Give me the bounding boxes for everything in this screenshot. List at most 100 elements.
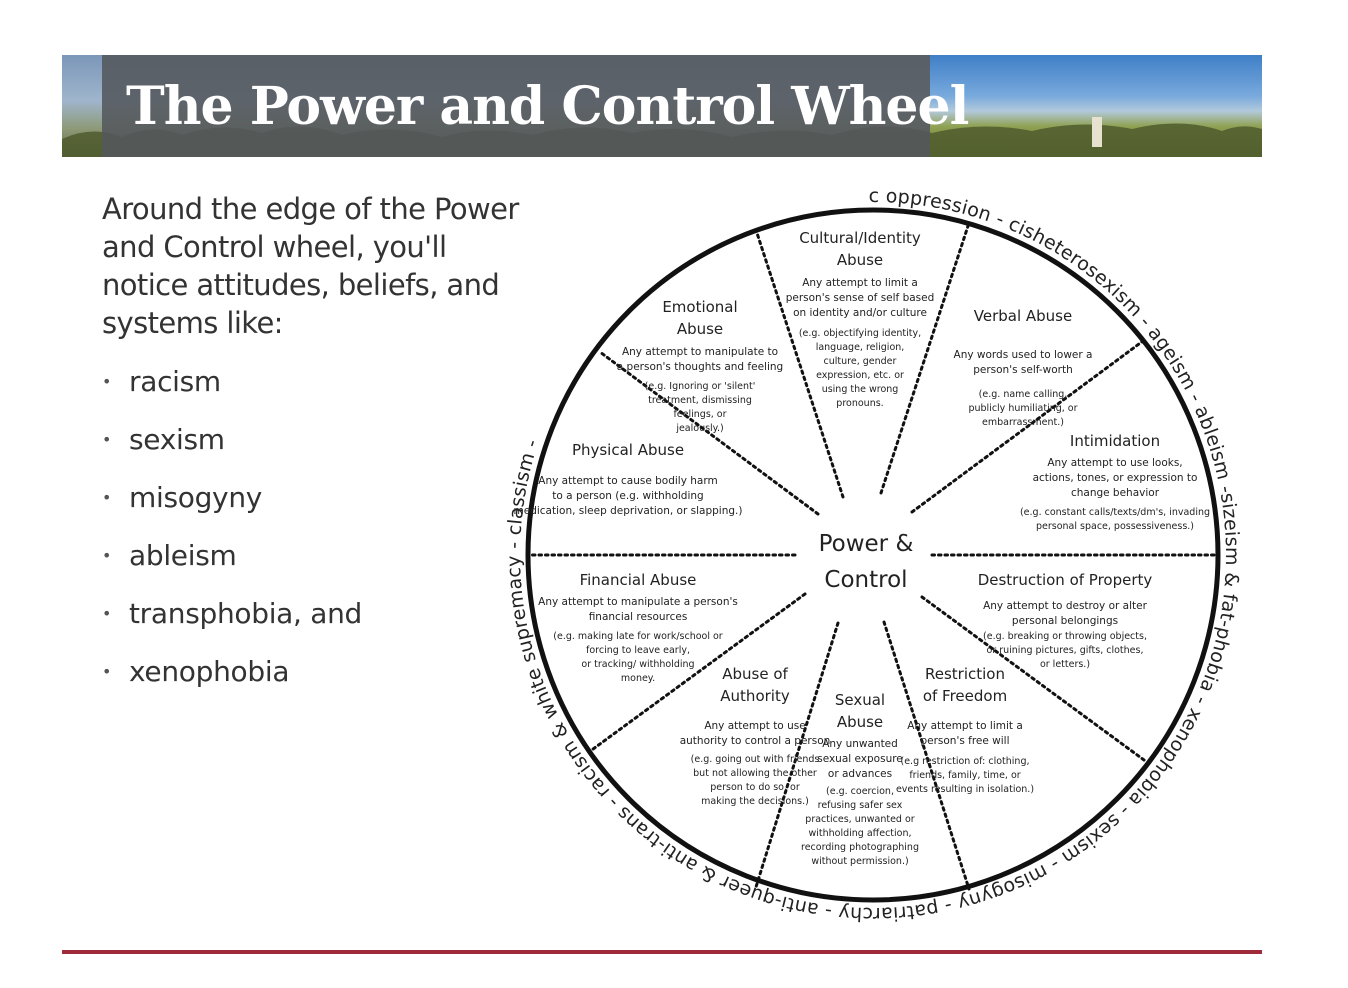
segment-examples-line: without permission.) [811,856,908,867]
bullet-icon: • [102,430,112,449]
segment-title-line: Destruction of Property [978,571,1153,589]
spoke-divider-3 [910,339,1145,514]
segment-title-line: Abuse [837,251,883,269]
list-item: • ableism [102,532,522,590]
spoke-divider-10 [598,350,820,516]
segment-description-line: Any attempt to use [704,720,805,732]
list-item: • misogyny [102,474,522,532]
segment-examples-line: language, religion, [816,342,905,353]
segment-examples-line: recording photographing [801,842,919,853]
segment-examples-line: personal space, possessiveness.) [1036,521,1194,532]
list-item-label: sexism [129,423,225,456]
header-banner: The Power and Control Wheel [62,55,1262,157]
spoke-divider-6 [882,620,971,891]
spoke-divider-8 [587,592,807,754]
segment-description-line: to a person (e.g. withholding [552,490,703,502]
segment-description-line: person's free will [920,735,1009,747]
segment-examples-line: but not allowing the other [693,768,817,779]
segment-title-line: Emotional [662,298,737,316]
segment-examples-line: (e.g. Ignoring or 'silent' [645,381,756,392]
list-item-label: racism [129,365,221,398]
segment-examples-line: withholding affection, [808,828,911,839]
segment-title-line: Authority [720,687,790,705]
segment-examples-line: making the decisions.) [701,796,809,807]
segment-description-line: on identity and/or culture [793,307,927,319]
segment-description-line: a person's thoughts and feeling [617,361,783,373]
segment-examples-line: or letters.) [1040,659,1090,670]
systems-list: •racism •sexism •misogyny •ableism •tran… [102,358,522,706]
segment-title-line: Abuse [837,713,883,731]
spoke-divider-2 [879,224,970,495]
list-item-label: ableism [129,539,237,572]
segment-description-line: personal belongings [1012,615,1118,627]
segment-description-line: Any attempt to manipulate a person's [538,596,738,608]
segment-title-line: Verbal Abuse [974,307,1072,325]
segment-description-line: person's sense of self based [786,292,935,304]
segment-description-line: Any attempt to manipulate to [622,346,778,358]
list-item-label: xenophobia [129,655,290,688]
segment-examples-line: (e.g. objectifying identity, [799,328,921,339]
segment-description-line: Any attempt to cause bodily harm [538,475,717,487]
segment-examples-line: embarrassment.) [982,417,1064,428]
segment-title-line: Financial Abuse [580,571,697,589]
center-label-line-2: Control [824,567,907,593]
spoke-divider-1 [754,228,845,499]
center-label-line-1: Power & [819,531,914,557]
segment-title-line: Sexual [835,691,885,709]
segment-examples-line: (e.g. constant calls/texts/dm's, invadin… [1020,507,1210,518]
segment-examples-line: pronouns. [836,398,883,409]
intro-paragraph: Around the edge of the Power and Control… [102,192,519,340]
segment-examples-line: expression, etc. or [816,370,904,381]
bullet-icon: • [102,546,112,565]
spoke-divider-7 [754,621,840,889]
segment-examples-line: forcing to leave early, [586,645,690,656]
segment-description-line: Any unwanted [822,738,898,750]
title-overlay: The Power and Control Wheel [102,55,969,157]
segment-examples-line: refusing safer sex [818,800,903,811]
segment-examples-line: (e.g restriction of: clothing, [901,756,1030,767]
list-item-label: misogyny [129,481,263,514]
bullet-icon: • [102,662,112,681]
segment-description-line: medication, sleep deprivation, or slappi… [514,505,743,517]
segment-title-line: Physical Abuse [572,441,684,459]
segment-examples-line: (e.g. coercion, [826,786,894,797]
bullet-icon: • [102,604,112,623]
segment-examples-line: events resulting in isolation.) [896,784,1034,795]
list-item: • transphobia, and [102,590,522,648]
bullet-icon: • [102,488,112,507]
list-item: •racism [102,358,522,416]
segment-examples-line: culture, gender [824,356,897,367]
list-item: • xenophobia [102,648,522,706]
segment-examples-line: using the wrong [822,384,899,395]
segment-description-line: Any words used to lower a [954,349,1093,361]
segment-examples-line: treatment, dismissing [648,395,752,406]
segment-description-line: person's self-worth [973,364,1073,376]
segment-description-line: Any attempt to limit a [907,720,1023,732]
segment-examples-line: (e.g. going out with friends [691,754,820,765]
segment-examples-line: friends, family, time, or [909,770,1020,781]
page-title: The Power and Control Wheel [126,75,969,137]
segment-description-line: sexual exposure [817,753,903,765]
segment-description-line: Any attempt to limit a [802,277,918,289]
wheel-spokes [526,224,1220,891]
segment-description-line: change behavior [1071,487,1160,499]
segment-description-line: Any attempt to use looks, [1047,457,1182,469]
segment-examples-line: or tracking/ withholding [581,659,694,670]
segment-description-line: financial resources [589,611,688,623]
segment-title-line: Cultural/Identity [799,229,921,247]
segment-description-line: Any attempt to destroy or alter [983,600,1148,612]
segment-examples-line: money. [621,673,655,684]
list-item-label: transphobia, and [129,597,363,630]
segment-examples-line: feelings, or [673,409,726,420]
